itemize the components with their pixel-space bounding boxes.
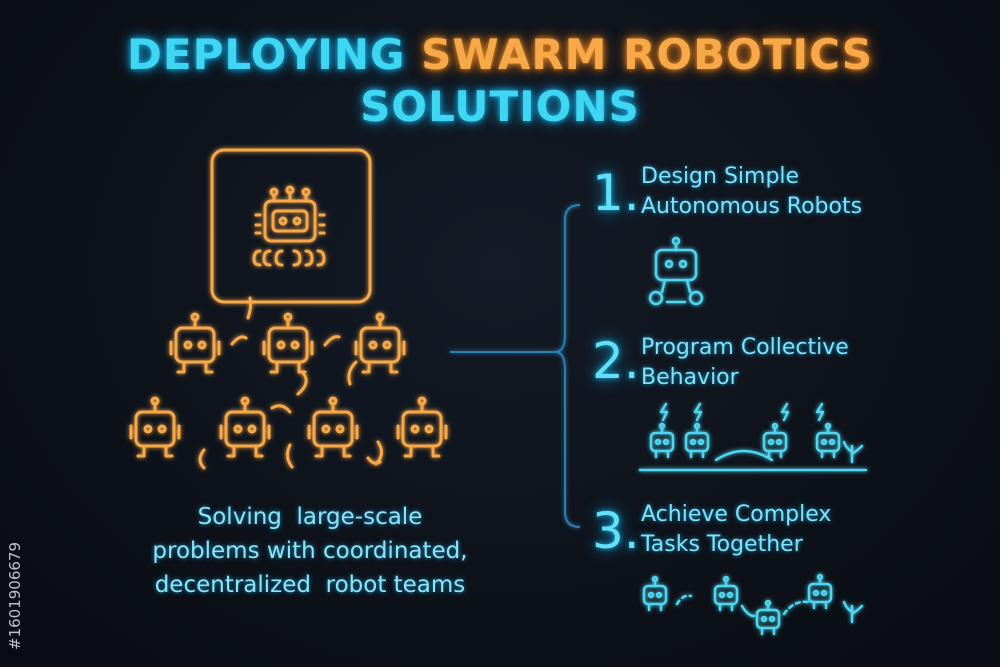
step-1-number: 1. — [592, 164, 640, 222]
lightning-icon — [780, 402, 790, 422]
swarm-robot-icon — [219, 396, 271, 458]
step-3-line-1: Achieve Complex — [641, 502, 832, 527]
caption-line-2: problems with coordinated, — [152, 538, 468, 564]
step-1-text: Design Simple Autonomous Robots — [641, 162, 891, 222]
step-3-line-2: Tasks Together — [641, 532, 803, 557]
title-part-1: DEPLOYING — [127, 30, 406, 79]
step-3-text: Achieve Complex Tasks Together — [641, 500, 891, 560]
caption: Solving large-scale problems with coordi… — [120, 500, 500, 602]
swarm-robot-icon — [307, 396, 359, 458]
step-1-robot-icon — [648, 236, 704, 306]
plant-icon — [842, 600, 864, 624]
page-title: DEPLOYING SWARM ROBOTICS — [0, 34, 1000, 76]
step-2-line-1: Program Collective — [641, 335, 849, 360]
step-2-robots-icon — [638, 402, 868, 472]
leader-robot-icon — [252, 185, 326, 267]
swarm-robot-icon — [169, 312, 221, 374]
leader-box — [210, 148, 372, 304]
step-1-line-2: Autonomous Robots — [641, 194, 863, 219]
lightning-icon — [815, 402, 825, 422]
watermark-id: #1601906679 — [6, 542, 24, 650]
lightning-icon — [693, 402, 703, 422]
watermark: #1601906679 — [6, 542, 24, 650]
step-1-line-1: Design Simple — [641, 164, 800, 189]
step-3-robots-icon — [642, 573, 864, 636]
lightning-icon — [659, 402, 669, 422]
caption-line-3: decentralized robot teams — [154, 572, 466, 598]
step-3-number: 3. — [592, 502, 640, 560]
swarm-robot-icon — [396, 396, 448, 458]
swarm-robot-icon — [129, 396, 181, 458]
step-2-number: 2. — [592, 332, 640, 390]
caption-line-1: Solving large-scale — [197, 504, 423, 530]
swarm-robot-icon — [262, 312, 314, 374]
step-2-text: Program Collective Behavior — [641, 333, 891, 393]
title-part-2: SWARM ROBOTICS — [421, 30, 873, 79]
plant-icon — [842, 440, 864, 464]
page-title-line-2: SOLUTIONS — [360, 82, 640, 131]
step-2-line-2: Behavior — [641, 365, 739, 390]
swarm-robot-icon — [354, 312, 406, 374]
